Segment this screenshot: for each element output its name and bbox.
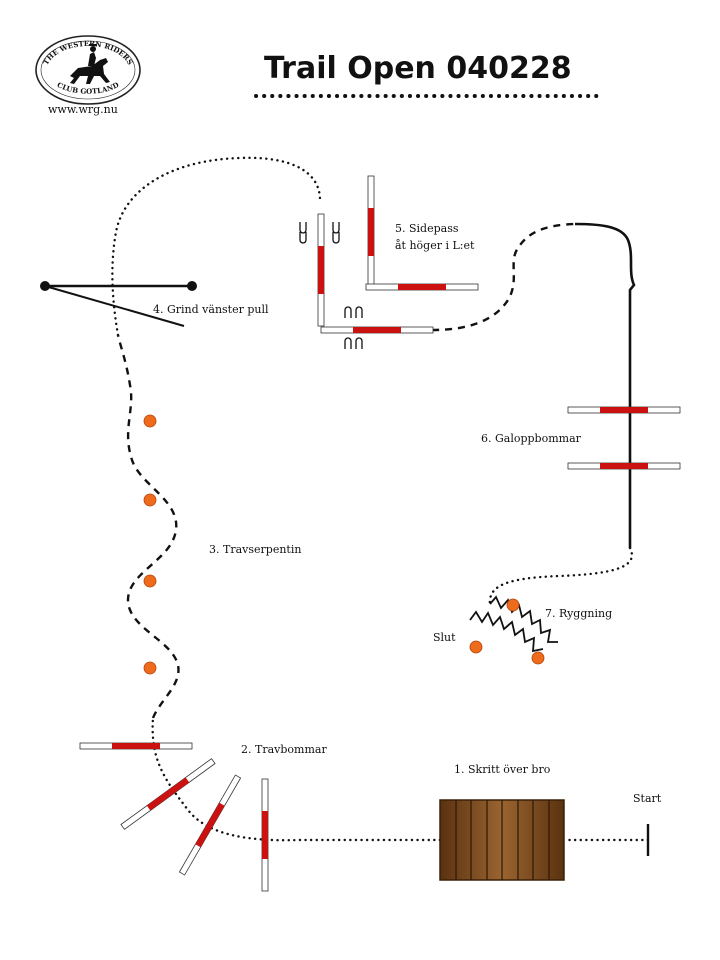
path-lope-to-backup <box>488 546 633 608</box>
riding-path <box>111 156 650 842</box>
sidepass-pole <box>367 175 375 289</box>
obstacle-1-bridge <box>439 799 565 881</box>
backup-cones <box>469 598 545 665</box>
path-gate-to-sidepass <box>111 156 322 337</box>
path-sidepass-to-lope <box>431 222 576 332</box>
obstacle-2-trot-poles <box>79 742 269 892</box>
horse-rider-silhouette <box>70 44 110 84</box>
sidepass-pole <box>320 326 434 334</box>
cone <box>506 598 520 612</box>
cone <box>143 574 157 588</box>
trot-pole <box>79 742 193 750</box>
obstacle-6-lope-poles <box>567 406 681 470</box>
obstacle-6-label: 6. Galoppbommar <box>481 432 582 445</box>
lope-pole <box>567 462 681 470</box>
path-trot-serpentine <box>116 334 180 719</box>
cone <box>531 651 545 665</box>
sidepass-pole <box>317 213 325 327</box>
gate-post <box>187 281 197 291</box>
cone <box>143 661 157 675</box>
obstacle-5-label-line2: åt höger i L:et <box>395 239 475 252</box>
obstacle-1-label: 1. Skritt över bro <box>454 763 551 776</box>
end-label: Slut <box>433 631 456 644</box>
obstacle-3-cones <box>143 414 157 675</box>
obstacle-4-label: 4. Grind vänster pull <box>153 303 269 316</box>
obstacle-5-label-line1: 5. Sidepass <box>395 222 459 235</box>
obstacle-4-gate <box>40 281 197 327</box>
gate-post <box>40 281 50 291</box>
trot-pole <box>120 758 216 830</box>
cone <box>143 493 157 507</box>
path-lope-line <box>574 222 636 548</box>
trot-pole <box>178 774 242 876</box>
hoofprint-marks <box>299 222 363 349</box>
page-title: Trail Open 040228 <box>264 51 572 86</box>
path-bridge-to-poles <box>151 716 442 842</box>
obstacle-5-sidepass-poles <box>317 175 479 334</box>
sidepass-pole <box>365 283 479 291</box>
cone <box>469 640 483 654</box>
obstacle-7-backup-zigzag <box>469 595 558 653</box>
cone <box>143 414 157 428</box>
obstacle-7-label: 7. Ryggning <box>545 607 612 620</box>
trot-pole <box>261 778 269 892</box>
start-label: Start <box>633 792 662 805</box>
club-logo: THE WESTERN RIDERS CLUB GOTLAND <box>35 35 141 105</box>
website-url: www.wrg.nu <box>48 103 118 116</box>
obstacle-3-label: 3. Travserpentin <box>209 543 301 556</box>
obstacle-2-label: 2. Travbommar <box>241 743 327 756</box>
lope-pole <box>567 406 681 414</box>
